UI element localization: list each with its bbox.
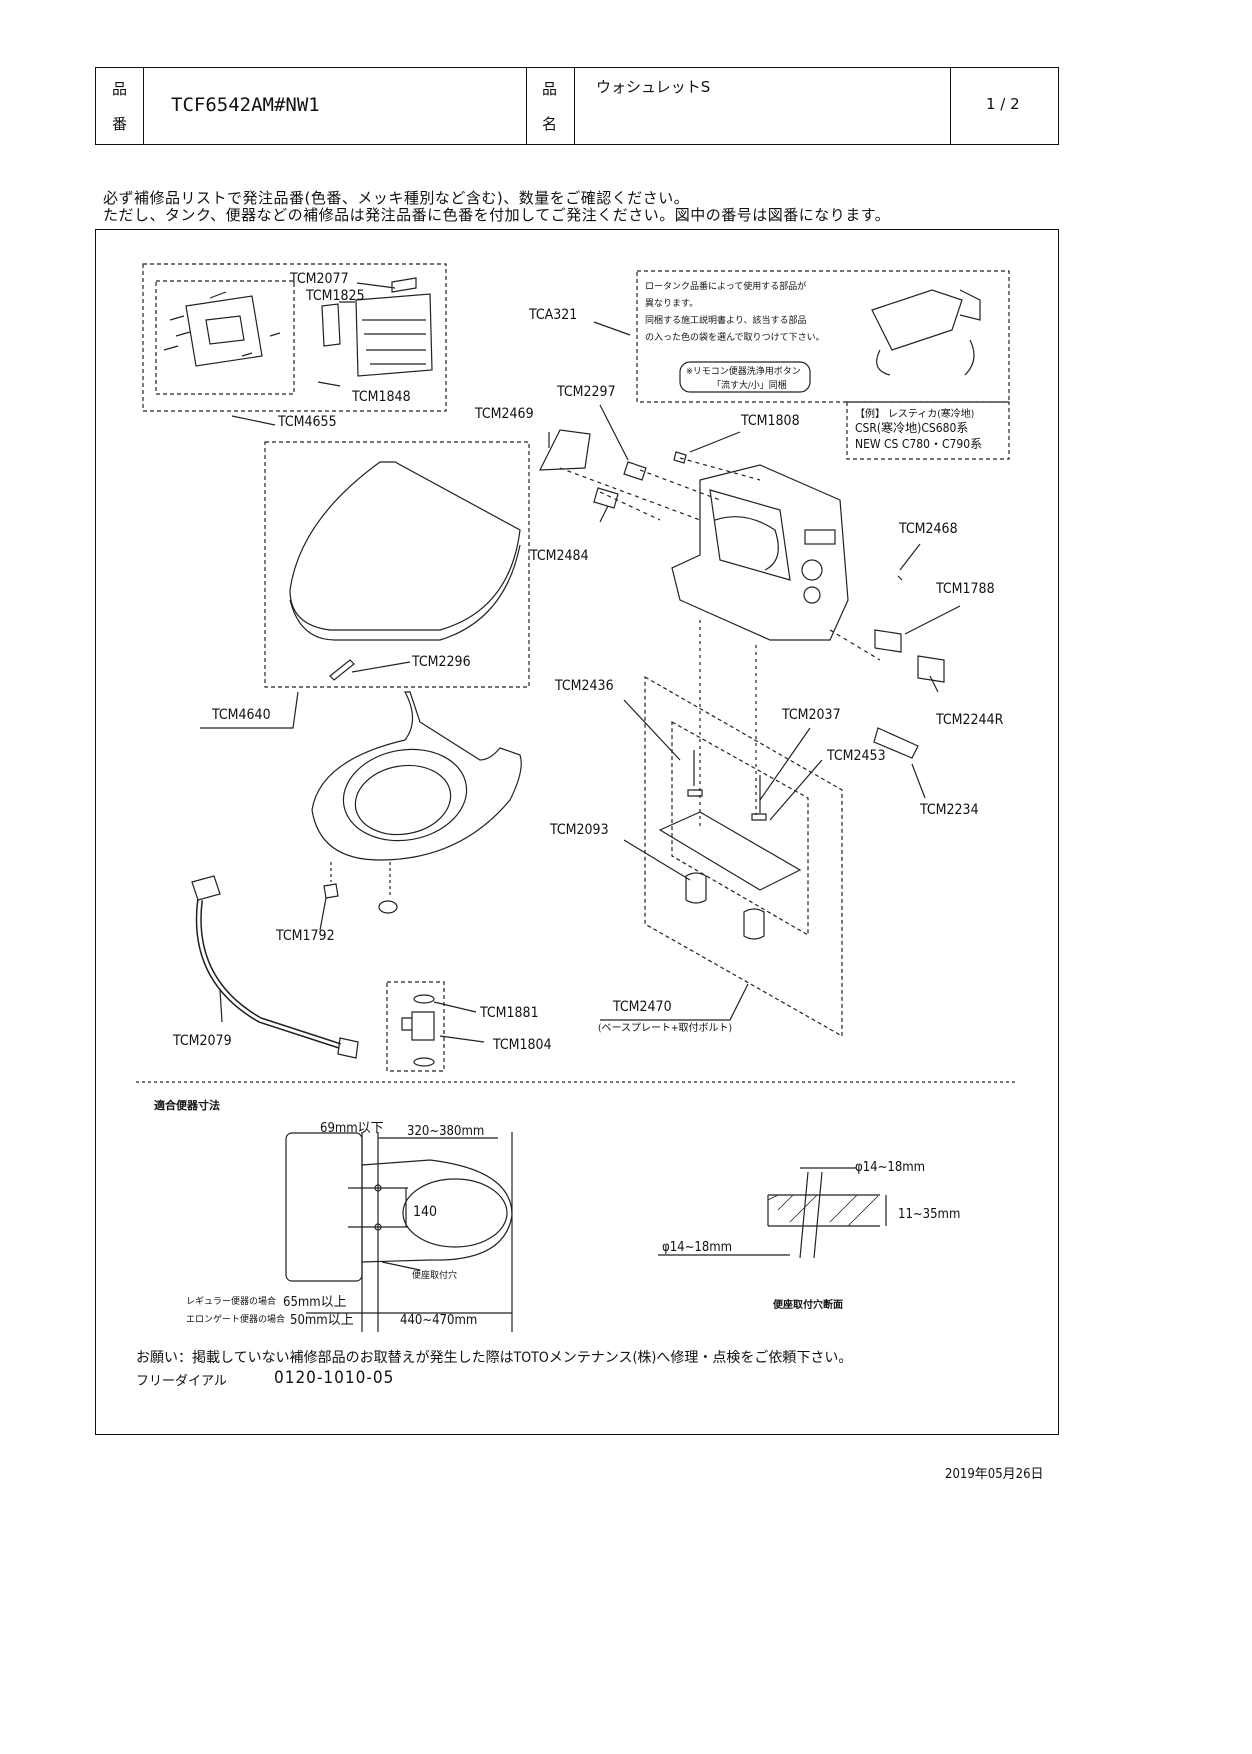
- tca321-note: の入った色の袋を選んで取りつけて下さい。: [645, 333, 825, 343]
- filter-cover: [917, 655, 945, 683]
- part-label: TCM2453: [827, 748, 886, 764]
- dim-label: φ14~18mm: [662, 1240, 733, 1255]
- battery-cover: [321, 303, 341, 347]
- wall-bracket: [185, 295, 263, 367]
- hinban-label: 品: [112, 80, 128, 98]
- divider: [950, 68, 951, 144]
- page-number: 1 / 2: [986, 95, 1020, 113]
- part-label: TCM1825: [306, 288, 365, 304]
- part-label: TCM1808: [741, 413, 800, 429]
- lid-group-box: [264, 441, 530, 688]
- fitting: [623, 461, 647, 481]
- product-name: ウォシュレットS: [596, 78, 711, 96]
- part-label: TCM4655: [278, 414, 337, 430]
- example-note: NEW CS C780・C790系: [855, 437, 983, 451]
- tca321-note: ロータンク品番によって使用する部品が: [645, 282, 807, 292]
- part-label: TCM4640: [212, 707, 271, 723]
- hose-fitting: [593, 487, 619, 509]
- free-dial-number: 0120-1010-05: [274, 1368, 395, 1388]
- dim-label: レギュラー便器の場合: [186, 1297, 277, 1307]
- diagram-frame: [95, 229, 1059, 1435]
- title-block: 品 番 TCF6542AM#NW1 品 名 ウォシュレットS 1 / 2: [95, 67, 1059, 145]
- dim-label: φ14~18mm: [855, 1160, 926, 1175]
- hinban-label: 番: [112, 115, 128, 133]
- cover-part: [873, 727, 919, 759]
- lid-cushion: [329, 659, 355, 681]
- part-label: TCM2470: [613, 999, 672, 1015]
- dim-label: 69mm以下: [320, 1121, 384, 1136]
- dim-label: エロンゲート便器の場合: [186, 1315, 286, 1325]
- remote-note: ※リモコン便器洗浄用ボタン: [686, 367, 801, 377]
- divider: [143, 68, 144, 144]
- base-plate: [658, 811, 802, 891]
- remote-group-box: [142, 263, 447, 412]
- baseplate-group-box: [644, 675, 843, 1038]
- issue-date: 2019年05月26日: [945, 1467, 1044, 1482]
- part-label: TCM2037: [782, 707, 841, 723]
- toilet-lid: [289, 461, 521, 631]
- part-label: TCM2234: [920, 802, 979, 818]
- dims-title: 適合便器寸法: [154, 1099, 220, 1112]
- filter: [874, 629, 902, 653]
- free-dial-label: フリーダイアル: [136, 1374, 227, 1389]
- hinmei-label: 名: [542, 115, 558, 133]
- tca321-note: 同梱する施工説明書より、該当する部品: [645, 316, 807, 326]
- part-label: TCM2297: [557, 384, 616, 400]
- note-line-2: ただし、タンク、便器などの補修品は発注品番に色番を付加してご発注ください。図中の…: [103, 206, 891, 224]
- part-label: TCM2079: [173, 1033, 232, 1049]
- hose-ends: [191, 875, 359, 1059]
- example-note: CSR(寒冷地)CS680系: [855, 421, 969, 435]
- divider: [526, 68, 527, 144]
- toilet-seat: [311, 691, 522, 861]
- tca321-box: [636, 270, 1010, 403]
- dim-label: 65mm以上: [283, 1295, 347, 1310]
- dim-label: 便座取付穴: [412, 1271, 458, 1281]
- tca321-note: 異なります。: [645, 299, 699, 309]
- exploded-diagram: [136, 263, 1018, 1332]
- part-label: TCM1792: [276, 928, 335, 944]
- part-label: TCM2468: [899, 521, 958, 537]
- seat-cushion: [323, 883, 339, 899]
- part-label: TCM2077: [290, 271, 349, 287]
- hinmei-label: 品: [542, 80, 558, 98]
- part-label: TCM2244R: [936, 712, 1004, 728]
- valve-box: [386, 981, 445, 1072]
- part-note: (ベースプレート+取付ボルト): [598, 1023, 733, 1034]
- part-label: TCM1804: [493, 1037, 552, 1053]
- note-line-1: 必ず補修品リストで発注品番(色番、メッキ種別など含む)、数量をご確認ください。: [103, 189, 690, 207]
- divider: [574, 68, 575, 144]
- part-label: TCM2093: [550, 822, 609, 838]
- bracket: [539, 429, 591, 471]
- request-note: お願い：掲載していない補修部品のお取替えが発生した際はTOTOメンテナンス(株)…: [136, 1350, 853, 1366]
- example-note: 【例】 レスティカ(寒冷地): [855, 409, 975, 420]
- dim-label: 440~470mm: [400, 1313, 478, 1328]
- button-label: [391, 277, 417, 293]
- part-label: TCM2436: [555, 678, 614, 694]
- dim-label: 11~35mm: [898, 1207, 961, 1222]
- part-number: TCF6542AM#NW1: [171, 94, 320, 116]
- remote-control: [355, 293, 433, 377]
- main-unit: [671, 464, 849, 641]
- remote-note: 「流す大/小」同梱: [712, 381, 787, 391]
- part-label: TCM2469: [475, 406, 534, 422]
- tank-outline: [285, 1132, 363, 1282]
- part-label: TCM1848: [352, 389, 411, 405]
- dim-label: 50mm以上: [290, 1313, 354, 1328]
- part-label: TCM2296: [412, 654, 471, 670]
- part-label: TCM1881: [480, 1005, 539, 1021]
- part-label: TCM2484: [530, 548, 589, 564]
- part-label: TCM1788: [936, 581, 995, 597]
- dim-label: 320~380mm: [407, 1124, 485, 1139]
- part-label: TCA321: [529, 307, 578, 323]
- dim-label: 便座取付穴断面: [773, 1300, 843, 1311]
- dim-label: 140: [413, 1204, 438, 1220]
